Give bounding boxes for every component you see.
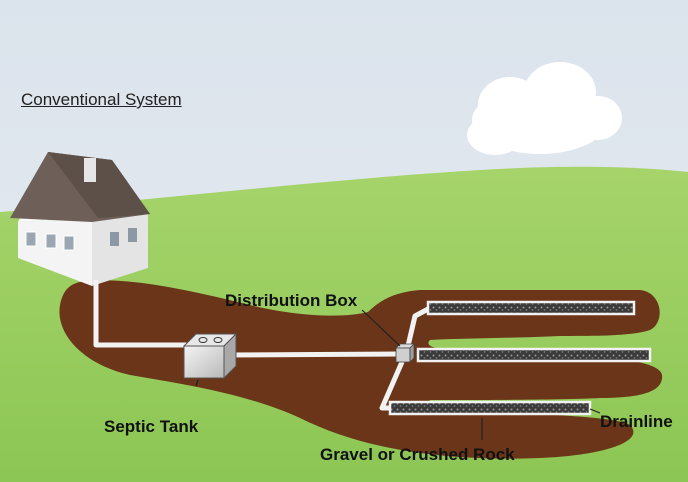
window [25,231,37,247]
drainline-trench [426,300,636,316]
tank-lid [198,337,208,343]
window [63,235,75,251]
label-distribution-box: Distribution Box [225,291,358,310]
diagram-title: Conventional System [21,90,182,109]
cloud [467,62,622,155]
label-drainline: Drainline [600,412,673,431]
tank-lid [213,337,223,343]
window [45,233,57,249]
chimney [84,158,96,182]
leader-lines [195,309,601,440]
window [110,232,119,246]
window [128,228,137,242]
distribution-box [395,343,415,363]
label-gravel: Gravel or Crushed Rock [320,445,515,464]
pipes [93,279,433,411]
house [10,152,150,286]
drainline-trenches [388,300,652,416]
drainline-trench [388,400,592,416]
drainline-trench [416,347,652,363]
septic-tank [182,332,238,380]
label-septic-tank: Septic Tank [104,417,199,436]
